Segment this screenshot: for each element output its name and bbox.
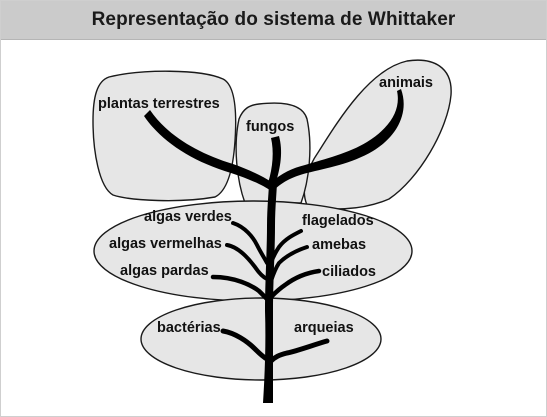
monera-region bbox=[140, 297, 382, 381]
algas-vermelhas-branch bbox=[225, 243, 269, 281]
label-bacterias: bactérias bbox=[157, 320, 221, 336]
label-animais: animais bbox=[379, 75, 433, 91]
figure-title: Representação do sistema de Whittaker bbox=[91, 9, 456, 30]
label-amebas: amebas bbox=[312, 237, 366, 253]
animais-branch bbox=[271, 89, 404, 191]
minor-branches bbox=[210, 221, 330, 364]
arqueias-branch bbox=[268, 338, 330, 364]
trunk-branch bbox=[263, 179, 277, 403]
ciliados-branch bbox=[268, 268, 322, 300]
algas-verdes-branch bbox=[231, 221, 269, 265]
plantas-branch bbox=[144, 110, 273, 191]
amebas-branch bbox=[269, 245, 309, 283]
label-ciliados: ciliados bbox=[322, 264, 376, 280]
algas-pardas-branch bbox=[210, 274, 272, 304]
phylogenetic-branches bbox=[144, 89, 404, 403]
fungos-branch bbox=[268, 136, 282, 185]
label-fungos: fungos bbox=[246, 119, 294, 135]
flagelados-branch bbox=[269, 229, 303, 265]
label-algas-vermelhas: algas vermelhas bbox=[109, 236, 222, 252]
title-bar: Representação do sistema de Whittaker bbox=[1, 1, 546, 40]
label-algas-pardas: algas pardas bbox=[120, 263, 209, 279]
label-arqueias: arqueias bbox=[294, 320, 354, 336]
label-plantas-terrestres: plantas terrestres bbox=[98, 96, 220, 112]
label-algas-verdes: algas verdes bbox=[144, 209, 232, 225]
label-flagelados: flagelados bbox=[302, 213, 374, 229]
bacterias-branch bbox=[220, 328, 270, 362]
